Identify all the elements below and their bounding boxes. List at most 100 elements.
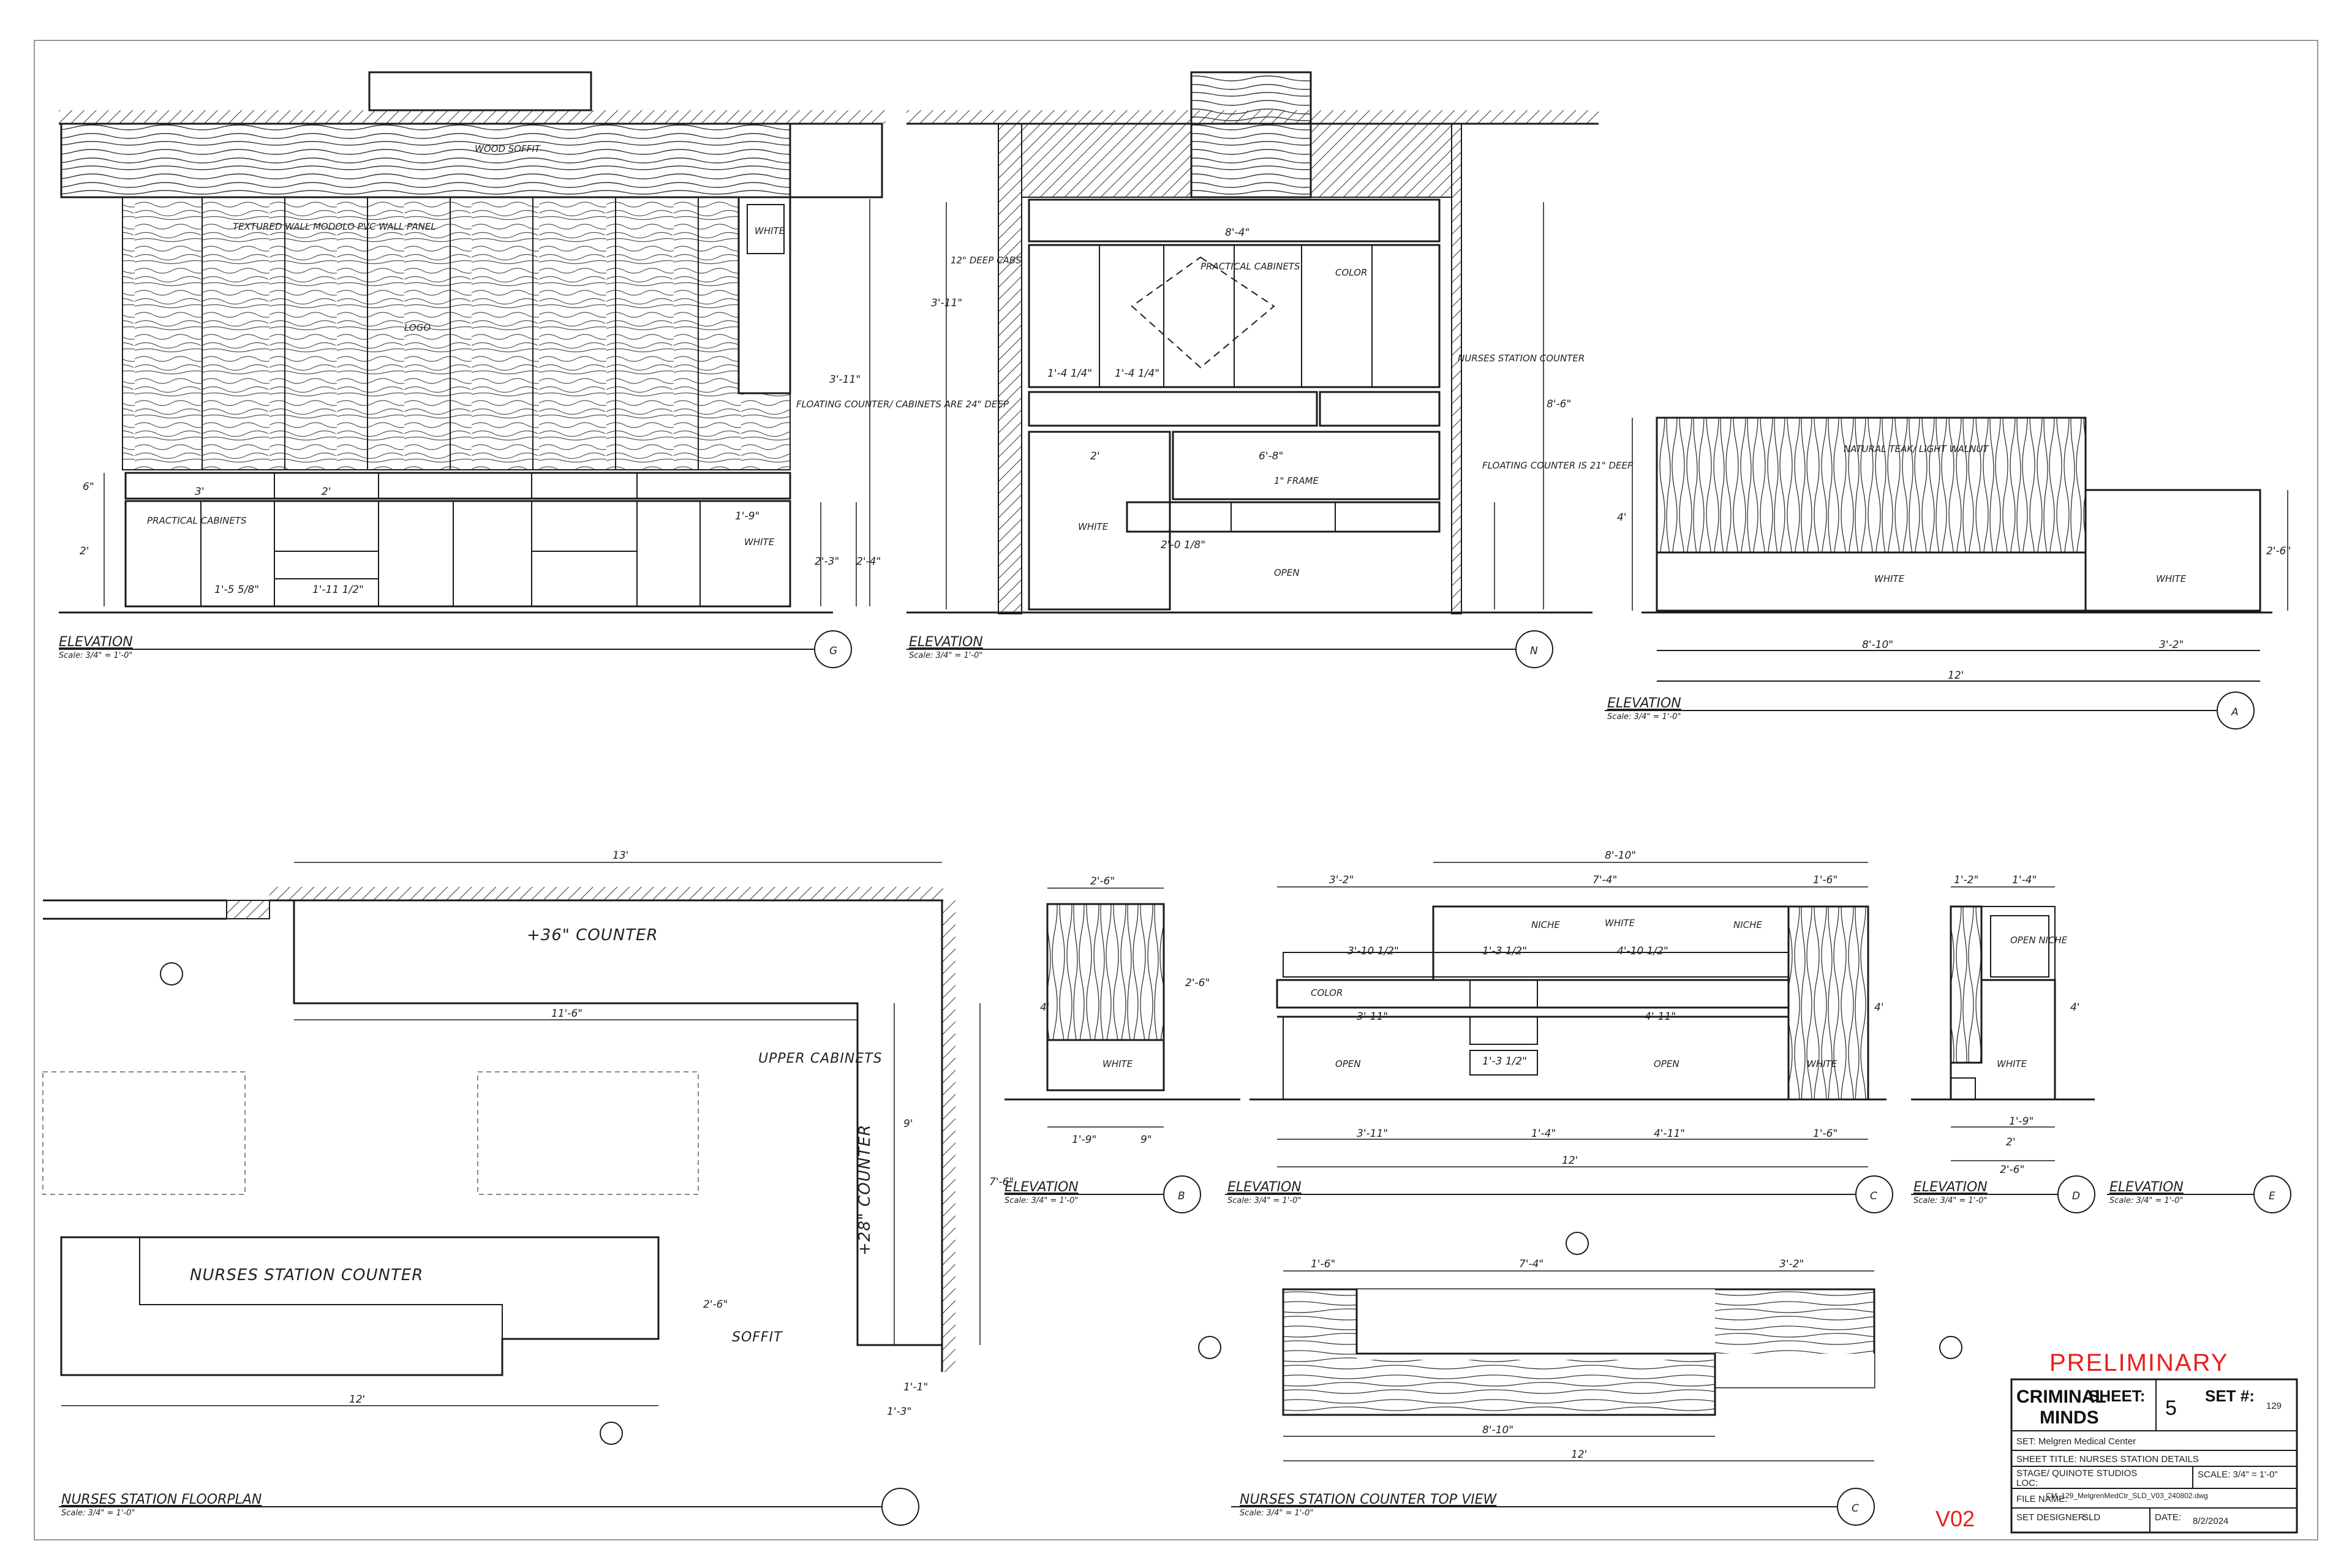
label-white-2: WHITE — [2156, 573, 2187, 584]
label-open: OPEN — [1274, 567, 1300, 578]
dim: 12' — [1948, 669, 1964, 682]
dim: 2'-6" — [1090, 875, 1115, 888]
dim: 3'-11" — [1357, 1128, 1388, 1140]
view-tag: N — [1530, 645, 1538, 657]
dim: 3'-10 1/2" — [1348, 945, 1399, 957]
dim: 3'-11" — [931, 297, 962, 309]
elevation-c — [1225, 862, 1893, 1213]
dim: 1'-3" — [887, 1406, 911, 1418]
dim: 3'-2" — [1779, 1258, 1804, 1270]
dim: 6" — [83, 481, 94, 493]
label-nurses: NURSES STATION COUNTER — [190, 1266, 423, 1284]
file-label: FILE NAME: — [2016, 1494, 2067, 1504]
label-white: WHITE — [1874, 573, 1905, 584]
dim: 12' — [1562, 1155, 1578, 1167]
label-upper: UPPER CABINETS — [758, 1051, 883, 1066]
view-title: ELEVATION — [909, 635, 983, 650]
dim: 1'-4" — [1531, 1128, 1556, 1140]
dim: 2' — [1090, 450, 1100, 462]
view-scale: Scale: 3/4" = 1'-0" — [1005, 1196, 1078, 1205]
floorplan — [42, 862, 981, 1526]
scale: SCALE: 3/4" = 1'-0" — [2198, 1469, 2278, 1480]
dim: 1'-6" — [1813, 874, 1838, 886]
dim: 2'-0 1/8" — [1161, 539, 1205, 551]
label-nurses: NURSES STATION COUNTER — [1458, 353, 1585, 364]
dim: 1'-3 1/2" — [1482, 945, 1527, 957]
label-white: WHITE — [1078, 521, 1109, 532]
dim: 2'-4" — [856, 556, 881, 568]
set-number: 129 — [2266, 1401, 2282, 1411]
elevation-a — [1605, 417, 2288, 729]
view-tag: A — [2231, 706, 2239, 718]
counter-top-view — [1198, 1232, 1962, 1526]
sheet-label: SHEET: — [2089, 1387, 2145, 1405]
dim: 4' — [2070, 1001, 2080, 1014]
dim: 13' — [612, 850, 628, 862]
dim: 4'-10 1/2" — [1617, 945, 1668, 957]
floorplan-text: 13' +36" COUNTER 11'-6" UPPER CABINETS +… — [61, 850, 1014, 1518]
label-floating: FLOATING COUNTER IS 21" DEEP — [1482, 460, 1634, 471]
designer-label: SET DESIGNER: — [2016, 1512, 2087, 1523]
view-scale: Scale: 3/4" = 1'-0" — [1607, 712, 1681, 722]
label-niche: NICHE — [1531, 919, 1560, 930]
dim: 2'-6" — [2000, 1164, 2024, 1176]
dim: 2'-6" — [1185, 977, 1210, 989]
dim: 6'-8" — [1259, 450, 1283, 462]
elevation-d-text: 1'-2" 1'-4" OPEN NICHE WHITE 1'-9" 2' 2'… — [1913, 874, 2275, 1205]
view-scale: Scale: 3/4" = 1'-0" — [1913, 1196, 1987, 1205]
elevation-d — [1911, 886, 2291, 1213]
label-wood-soffit: WOOD SOFFIT — [475, 143, 541, 154]
dim: 12' — [349, 1393, 365, 1406]
dim: 3'-11" — [1357, 1011, 1388, 1023]
show-title-line1: CRIMINAL — [2016, 1387, 2106, 1407]
stage: STAGE/ QUINOTE STUDIOS — [2016, 1468, 2137, 1479]
view-scale: Scale: 3/4" = 1'-0" — [59, 651, 132, 660]
preliminary-stamp: PRELIMINARY — [2049, 1349, 2228, 1376]
dim: 8'-10" — [1482, 1424, 1513, 1436]
elevation-g-text: WOOD SOFFIT TEXTURED WALL MODOLO PVC WAL… — [59, 143, 1009, 660]
view-title: ELEVATION — [2109, 1180, 2184, 1195]
loc: LOC: — [2016, 1478, 2038, 1488]
label-color: COLOR — [1311, 987, 1343, 998]
view-scale: Scale: 3/4" = 1'-0" — [1240, 1509, 1313, 1518]
dim: 9' — [903, 1118, 913, 1130]
dim: 7'-4" — [1593, 874, 1617, 886]
date-label: DATE: — [2155, 1512, 2181, 1523]
file-name: CM_129_MelgrenMedCtr_SLD_V03_240802.dwg — [2046, 1491, 2208, 1500]
dim: 3'-2" — [2159, 639, 2184, 651]
label-practical: PRACTICAL CABINETS — [147, 515, 247, 526]
view-tag: C — [1870, 1190, 1877, 1202]
elevation-c-text: 8'-10" 3'-2" 7'-4" 1'-6" NICHE WHITE NIC… — [1227, 850, 1884, 1205]
dim: 4'-11" — [1654, 1128, 1685, 1140]
dim: 8'-6" — [1547, 398, 1571, 410]
dim: 9" — [1140, 1134, 1152, 1146]
dim: 1'-11 1/2" — [312, 584, 364, 596]
view-tag: B — [1178, 1190, 1185, 1202]
label-open: OPEN — [1335, 1058, 1361, 1069]
dim: 2'-3" — [815, 556, 839, 568]
view-tag: C — [1852, 1502, 1859, 1515]
elevation-a-text: NATURAL TEAK/ LIGHT WALNUT WHITE WHITE 8… — [1607, 443, 2291, 722]
view-title: NURSES STATION COUNTER TOP VIEW — [1240, 1492, 1498, 1507]
view-title: ELEVATION — [1005, 1180, 1079, 1195]
label-white: WHITE — [755, 225, 785, 236]
dim: 1'-4 1/4" — [1115, 368, 1159, 380]
label-logo: LOGO — [404, 322, 431, 333]
dim: 8'-10" — [1862, 639, 1893, 651]
label-teak: NATURAL TEAK/ LIGHT WALNUT — [1844, 443, 1989, 454]
dim: 1'-6" — [1311, 1258, 1335, 1270]
view-title: ELEVATION — [1227, 1180, 1302, 1195]
title-block: PRELIMINARY V02 CRIMINAL MINDS SHEET: 5 … — [1936, 1349, 2298, 1534]
view-scale: Scale: 3/4" = 1'-0" — [1227, 1196, 1301, 1205]
view-title: NURSES STATION FLOORPLAN — [61, 1492, 262, 1507]
counter-top-view-text: 1'-6" 7'-4" 3'-2" 8'-10" 12' NURSES STAT… — [1240, 1258, 1859, 1518]
view-title: ELEVATION — [59, 635, 133, 650]
show-title-line2: MINDS — [2040, 1408, 2099, 1428]
dim: 4' — [1617, 511, 1627, 524]
dim: 2'-6" — [703, 1298, 728, 1311]
dim: 2' — [2006, 1136, 2016, 1148]
label-soffit: SOFFIT — [732, 1330, 783, 1345]
dim: 1'-9" — [2009, 1115, 2034, 1128]
version-label: V02 — [1936, 1506, 1975, 1531]
dim: 2'-6" — [2266, 545, 2291, 557]
